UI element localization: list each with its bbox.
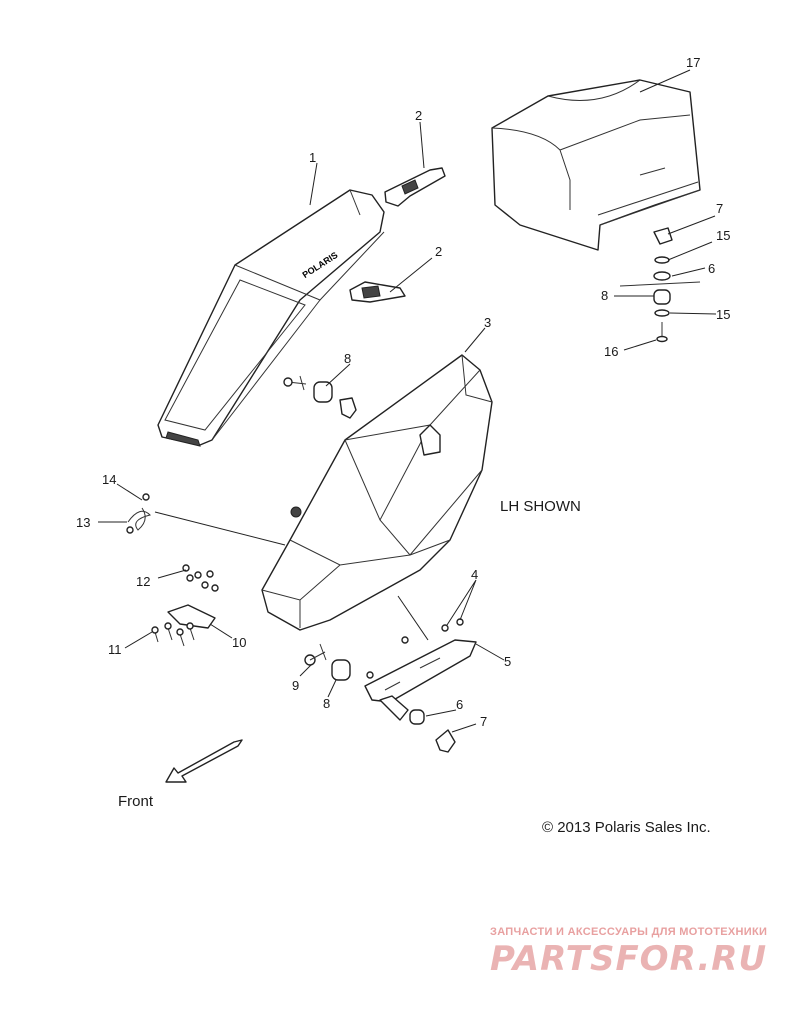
callout-9: 9	[292, 678, 299, 693]
callout-16: 16	[604, 344, 618, 359]
part-4-screws	[366, 618, 464, 679]
callout-7-right: 7	[716, 201, 723, 216]
callout-8-right: 8	[601, 288, 608, 303]
callout-6-right: 6	[708, 261, 715, 276]
callout-12: 12	[136, 574, 150, 589]
callout-2-lower: 2	[435, 244, 442, 259]
part-5-bracket	[364, 639, 477, 721]
part-2-latch-lower	[349, 281, 406, 303]
watermark-logo: PARTSFOR.RU	[490, 939, 767, 979]
callout-8-lower: 8	[323, 696, 330, 711]
callout-1: 1	[309, 150, 316, 165]
callout-15-lower: 15	[716, 307, 730, 322]
part-8-spacer-upper	[283, 375, 357, 419]
part-12-nuts	[182, 564, 219, 592]
callout-4: 4	[471, 567, 478, 582]
part-10-hinge	[167, 604, 216, 629]
callout-7-lower: 7	[480, 714, 487, 729]
part-13-14-cable	[126, 493, 151, 534]
part-7-clip-lower	[435, 729, 456, 753]
front-arrow	[165, 739, 243, 783]
callout-13: 13	[76, 515, 90, 530]
callout-8-upper: 8	[344, 351, 351, 366]
callout-15-upper: 15	[716, 228, 730, 243]
callout-2-upper: 2	[415, 108, 422, 123]
callout-labels: 1 2 2 3 4 5 6 6 7 7 8 8 8 9 10 11 12 13 …	[76, 55, 730, 729]
part-17-cover	[491, 79, 701, 251]
callout-17: 17	[686, 55, 700, 70]
callout-5: 5	[504, 654, 511, 669]
callout-10: 10	[232, 635, 246, 650]
watermark-tagline: ЗАПЧАСТИ И АКСЕССУАРЫ ДЛЯ МОТОТЕХНИКИ	[490, 926, 767, 938]
callout-11: 11	[108, 642, 122, 657]
part-1-lid: POLARIS	[157, 189, 385, 447]
callout-6-lower: 6	[456, 697, 463, 712]
copyright: © 2013 Polaris Sales Inc.	[542, 819, 711, 836]
part-6-spacer-lower	[409, 709, 425, 725]
part-3-box	[261, 354, 493, 631]
direction-label: Front	[118, 793, 154, 810]
view-note: LH SHOWN	[500, 498, 581, 515]
callout-14: 14	[102, 472, 116, 487]
part-9-pin	[304, 643, 327, 666]
part-2-latch-upper	[384, 167, 446, 207]
part-8-spacer-lower	[331, 659, 351, 681]
right-hardware-stack	[619, 227, 701, 343]
callout-3: 3	[484, 315, 491, 330]
part-11-bolts	[151, 622, 195, 647]
leader-lines	[98, 69, 717, 733]
